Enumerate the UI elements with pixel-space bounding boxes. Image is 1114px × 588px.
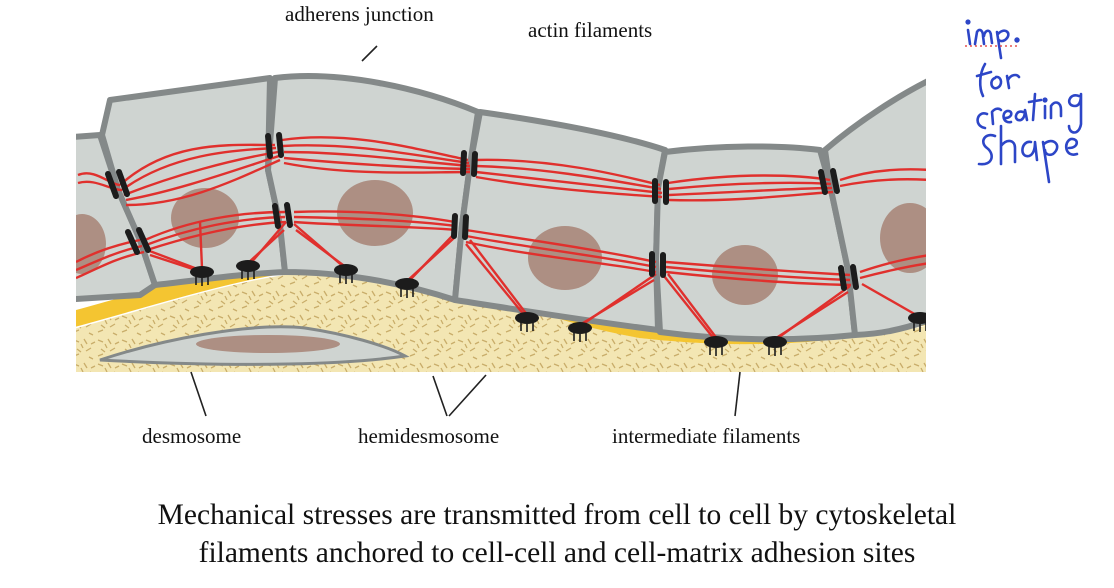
caption-line-2: filaments anchored to cell-cell and cell… — [198, 537, 916, 569]
cell-6 — [822, 78, 926, 338]
cell-junctions — [105, 132, 859, 291]
handwritten-note-icon — [965, 19, 1083, 184]
nucleus — [880, 203, 926, 273]
leader-adherens-junction — [361, 45, 378, 62]
caption-line-1: Mechanical stresses are transmitted from… — [157, 499, 957, 531]
nucleus — [171, 188, 239, 248]
leader-hemidesmosome-left — [432, 375, 448, 417]
nucleus — [712, 245, 778, 305]
hemidesmosome-plaque — [395, 278, 419, 298]
label-intermediate-filaments: intermediate filaments — [612, 424, 801, 448]
hemidesmosome-plaque — [908, 312, 926, 332]
label-actin-filaments: actin filaments — [528, 18, 653, 42]
label-adherens-junction: adherens junction — [285, 2, 434, 26]
leader-lines — [190, 45, 741, 417]
hemidesmosome-plaque — [190, 266, 214, 286]
label-hemidesmosome: hemidesmosome — [358, 424, 500, 448]
hemidesmosome-plaque — [568, 322, 592, 342]
intermediate-filaments — [76, 210, 926, 342]
fibroblast-nucleus — [196, 335, 340, 353]
cell-4 — [452, 109, 668, 333]
leader-intermediate-filaments — [734, 371, 741, 417]
leader-hemidesmosome-right — [448, 374, 487, 417]
hemidesmosomes — [190, 260, 926, 356]
actin-filaments — [77, 136, 926, 207]
label-desmosome: desmosome — [142, 424, 242, 448]
leader-desmosome — [190, 371, 207, 417]
hemidesmosome-plaque — [236, 260, 260, 280]
hemidesmosome-plaque — [763, 336, 787, 356]
hemidesmosome-plaque — [334, 264, 358, 284]
nucleus — [76, 214, 106, 274]
hemidesmosome-plaque — [704, 336, 728, 356]
hemidesmosome-plaque — [515, 312, 539, 332]
